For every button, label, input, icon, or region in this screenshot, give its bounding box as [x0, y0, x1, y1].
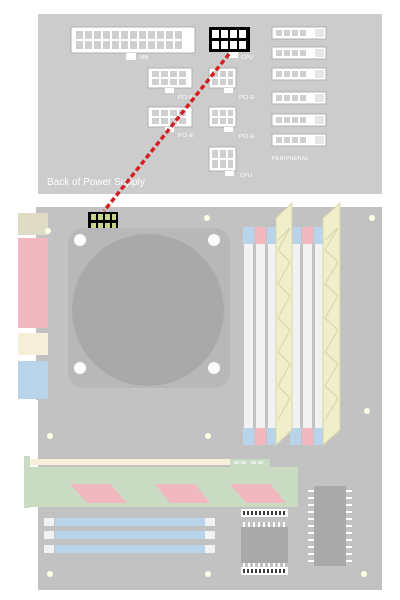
peripheral-connector: [271, 26, 327, 40]
pcie-connector-2-label: PCI-E: [239, 95, 255, 101]
pcie-connector-2: PCI-E: [208, 67, 255, 101]
mb-connector-label: MB: [140, 55, 149, 61]
io-port-audio: [18, 333, 48, 355]
pcie-connector-3-label: PCI-E: [178, 133, 194, 139]
cpu-bottom-connector-label: CPU: [240, 173, 252, 179]
chipset: [241, 509, 288, 575]
peripheral-connector: [271, 46, 327, 60]
cpu-power-cable-connector-line: [102, 52, 231, 213]
peripheral-connector: [271, 133, 327, 147]
pcie-connector-1-label: PCI-E: [178, 95, 194, 101]
io-port-top: [18, 213, 48, 235]
peripheral-connector: [271, 67, 327, 81]
mb-connector: MB: [70, 26, 196, 61]
cpu-connector-bottom: CPU: [208, 146, 252, 179]
ram-modules: [275, 201, 341, 447]
pcie-connector-4-label: PCI-E: [239, 134, 255, 140]
rear-io-panel: [18, 213, 48, 399]
lower-slot: [44, 531, 215, 539]
io-controller-chip: [308, 486, 352, 566]
ram-slot: [290, 227, 301, 445]
ram-module: [322, 201, 341, 447]
peripheral-label: PERIPHERAL: [272, 156, 309, 162]
io-port-usb: [18, 361, 48, 399]
ram-slot: [314, 227, 325, 445]
cpu-fan: [68, 228, 230, 388]
cpu-connector-label: CPU: [241, 55, 253, 61]
expansion-card: [24, 456, 298, 508]
psu-title: Back of Power Supply: [47, 177, 145, 188]
ram-slot: [302, 227, 313, 445]
ram-slots: [243, 227, 325, 445]
lower-slot: [44, 545, 215, 553]
cpu-power-header: [88, 212, 118, 231]
ram-module: [275, 201, 293, 447]
peripheral-connectors: PERIPHERAL: [271, 26, 327, 162]
peripheral-connector: [271, 113, 327, 127]
pcie-connector-1: PCI-E: [147, 67, 194, 101]
ram-slot: [255, 227, 266, 445]
power-supply-panel: MB CPU PCI-E: [38, 14, 382, 194]
ram-slot: [267, 227, 278, 445]
motherboard: [18, 201, 382, 590]
lower-slot: [44, 518, 215, 526]
pcie-connector-4: PCI-E: [208, 106, 255, 140]
io-port-ps2: [18, 238, 48, 328]
ram-slot: [243, 227, 254, 445]
mounting-holes: [45, 215, 375, 577]
peripheral-connector: [271, 91, 327, 105]
lower-slots: [44, 518, 215, 553]
cpu-connector-active: CPU: [209, 27, 253, 61]
